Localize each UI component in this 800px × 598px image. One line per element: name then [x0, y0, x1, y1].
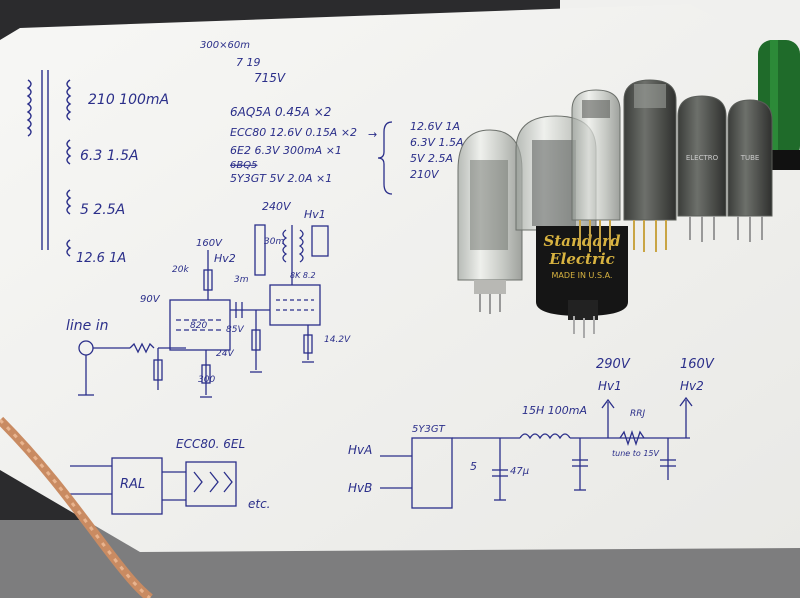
tube-list-4: 6BQ5 [230, 160, 257, 171]
summary-3: 5V 2.5A [410, 152, 453, 165]
transformer-notes [26, 70, 72, 257]
tube-brand-1: Standard [544, 232, 621, 250]
secondary-label-4: 12.6 1A [76, 251, 126, 266]
line-in-label: line in [66, 318, 108, 334]
tube-list-1: 6AQ5A 0.45A ×2 [230, 105, 331, 119]
psu-schematic [380, 396, 693, 509]
vacuum-tube-small-3: ELECTRO [677, 95, 727, 242]
tube-brand-2: Electric [548, 250, 614, 268]
amp-30m: 30m [264, 237, 284, 247]
amp-90v: 90V [140, 294, 161, 305]
tube-small-label-1: ELECTRO [686, 154, 719, 162]
tube-list-3: 6E2 6.3V 300mA ×1 [230, 144, 342, 157]
block-title: ECC80. 6EL [176, 437, 245, 451]
block-diagram [70, 457, 237, 515]
psu-sense: tune to 15V [612, 449, 659, 458]
top-note-3: 715V [254, 71, 286, 85]
amp-820: 820 [190, 321, 207, 331]
arrow-glyph: → [368, 128, 377, 141]
amp-3m: 3m [234, 275, 249, 285]
amp-hv2: Hv2 [214, 252, 236, 265]
amp-20k: 20k [172, 265, 189, 275]
psu-hva: HvA [348, 443, 372, 457]
block-label: RAL [120, 477, 145, 492]
tube-small-label-2: TUBE [740, 154, 760, 162]
psu-hv1: Hv1 [598, 379, 622, 393]
summary-1: 12.6V 1A [410, 120, 460, 133]
block-etc: etc. [248, 497, 271, 511]
secondary-label-1: 210 100mA [88, 92, 169, 108]
tube-list-5: 5Y3GT 5V 2.0A ×1 [230, 172, 332, 185]
tube-brand-3: MADE IN U.S.A. [552, 271, 613, 280]
amp-8k: 8K 8.2 [290, 271, 316, 280]
amp-14v: 14.2V [324, 335, 351, 345]
amp-schematic [78, 224, 329, 398]
vacuum-tube-small-4: TUBE [727, 99, 773, 242]
amp-hv1: Hv1 [304, 208, 326, 221]
psu-cap: 47μ [510, 466, 529, 477]
secondary-label-2: 6.3 1.5A [80, 148, 139, 164]
psu-rectifier: 5Y3GT [412, 424, 446, 435]
secondary-label-3: 5 2.5A [80, 202, 125, 218]
amp-85v: 85V [226, 325, 244, 335]
psu-hvb: HvB [348, 481, 372, 495]
psu-290v: 290V [596, 357, 631, 372]
vacuum-tube-standard-electric: Standard Electric MADE IN U.S.A. [515, 115, 628, 338]
summary-2: 6.3V 1.5A [410, 136, 464, 149]
psu-160v: 160V [680, 357, 715, 372]
amp-240v: 240V [262, 200, 292, 213]
psu-choke: 15H 100mA [522, 404, 587, 417]
top-note-2: 7 19 [236, 56, 261, 69]
paper-sheet [0, 4, 800, 552]
psu-hv2: Hv2 [680, 379, 704, 393]
vacuum-tube-small-1 [571, 89, 621, 252]
amp-300: 300 [198, 375, 215, 385]
amp-160v: 160V [196, 238, 223, 249]
psu-rrj: RRJ [630, 409, 646, 419]
tube-list-2: ECC80 12.6V 0.15A ×2 [230, 126, 357, 139]
amp-24v: 24V [216, 349, 234, 359]
top-note-1: 300×60m [200, 40, 250, 51]
vacuum-tube-small-2 [623, 79, 677, 252]
psu-cap5: 5 [470, 460, 477, 473]
vacuum-tube-clear-large [457, 129, 523, 314]
summary-4: 210V [410, 168, 440, 181]
